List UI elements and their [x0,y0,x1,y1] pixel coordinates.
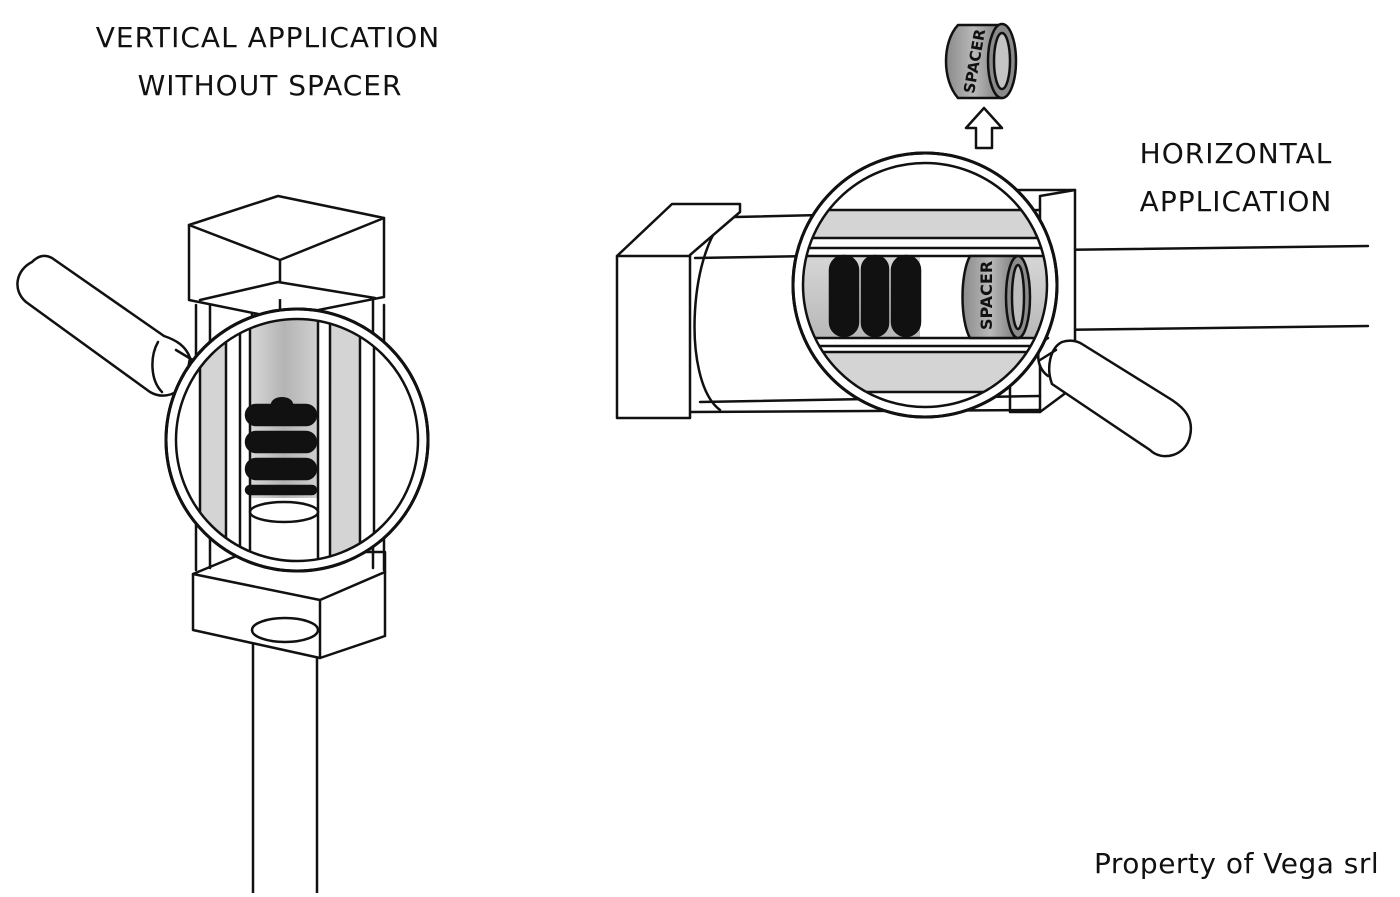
horizontal-caption-line1: HORIZONTAL [1139,137,1333,170]
horizontal-pipe [1048,244,1370,332]
vertical-caption-line2: WITHOUT SPACER [137,69,403,102]
copyright-notice: Property of Vega srl [1094,847,1380,880]
vertical-lower-block [191,550,387,660]
vertical-handle [16,254,198,397]
horizontal-left-block [615,202,742,420]
horizontal-magnifier: SPACER [791,151,1059,419]
vertical-pipe [251,638,319,895]
removal-arrow-icon [964,106,1004,150]
horizontal-spacer: SPACER [961,254,1032,340]
horizontal-assembly: SPACER [615,151,1370,458]
vertical-assembly [16,194,430,895]
vertical-float [244,397,318,496]
vertical-top-block [187,194,386,320]
vertical-magnifier [164,307,430,573]
spacer-ring: SPACER [944,22,1018,100]
horizontal-caption-line2: APPLICATION [1139,185,1333,218]
horizontal-float [828,254,922,338]
spacer-callout: SPACER [944,22,1018,150]
vertical-caption-line1: VERTICAL APPLICATION [95,21,441,54]
spacer-label-in-tube: SPACER [977,261,996,330]
